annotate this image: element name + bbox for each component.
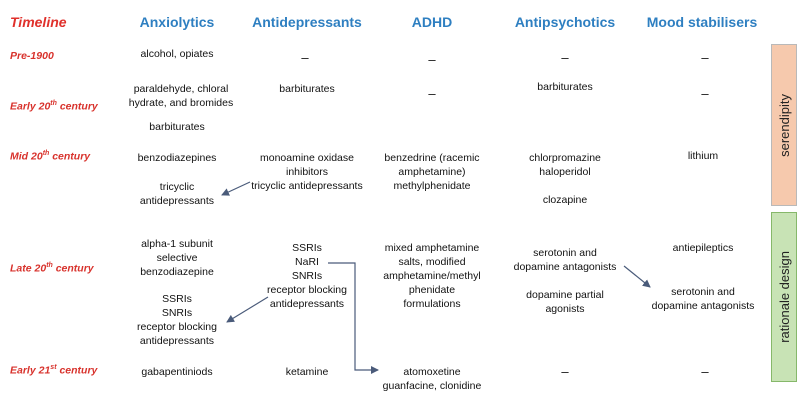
anxiolytics-early21: gabapentiniods [141,366,213,378]
mood-early20-dash: – [701,86,709,101]
anxiolytics-pre1900: alcohol, opiates [140,48,214,60]
adhd-early20-dash: – [428,86,436,101]
mood-mid20: lithium [687,150,719,162]
header-mood-stabilisers: Mood stabilisers [646,14,758,30]
era-pre-1900: Pre-1900 [10,50,54,62]
header-antipsychotics: Antipsychotics [514,14,616,30]
mood-pre1900-dash: – [701,50,709,65]
antipsychotics-mid20-clozapine: clozapine [542,194,588,206]
mood-early21-dash: – [701,364,709,379]
header-timeline: Timeline [10,14,67,30]
arrow-receptor-blocking-to-anxiolytics [226,296,269,323]
antipsychotics-pre1900-dash: – [561,50,569,65]
arrow-antagonists-to-mood [623,265,651,288]
era-late-20th-century: Late 20th century [10,262,94,275]
mood-late20-antiepileptics: antiepileptics [672,242,734,254]
era-early-21st-century: Early 21st century [10,364,98,377]
serendipity-band: serendipity [771,44,797,206]
header-adhd: ADHD [411,14,453,30]
antipsychotics-early21-dash: – [561,364,569,379]
rationale-design-label: rationale design [776,251,792,343]
header-anxiolytics: Anxiolytics [139,14,215,30]
header-antidepressants: Antidepressants [252,14,362,30]
anxiolytics-early20-barbiturates: barbiturates [149,121,205,133]
anxiolytics-mid20-benzodiazepines: benzodiazepines [137,152,217,164]
antidepressants-pre1900-dash: – [301,50,309,65]
arrow-tricyclics-to-anxiolytics [221,181,251,196]
arrow-nari-to-atomoxetine [328,262,379,374]
rationale-design-band: rationale design [771,212,797,382]
serendipity-label: serendipity [776,93,792,157]
antipsychotics-early20: barbiturates [537,81,593,93]
adhd-pre1900-dash: – [428,52,436,67]
antidepressants-early21: ketamine [285,366,329,378]
era-early-20th-century: Early 20th century [10,100,98,113]
antidepressants-early20: barbiturates [279,83,335,95]
era-mid-20th-century: Mid 20th century [10,150,91,163]
